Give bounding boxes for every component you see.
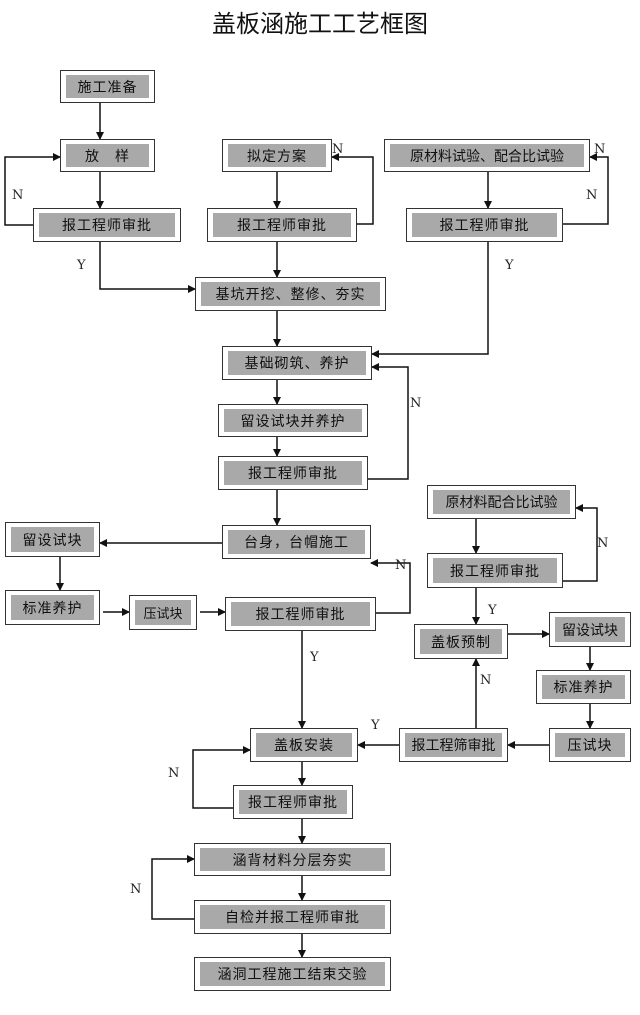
node-approve7: 报工程筛审批 (399, 728, 508, 762)
node-approve8: 报工程师审批 (233, 785, 353, 819)
node-approve4: 报工程师审批 (218, 456, 368, 490)
no-label: N (594, 142, 606, 157)
no-label: N (168, 766, 180, 781)
diagram-title: 盖板涵施工工艺框图 (212, 10, 428, 38)
arrow (371, 242, 489, 358)
arrow (563, 504, 598, 582)
no-label: N (12, 188, 24, 203)
node-label: 压试块 (135, 600, 191, 625)
node-label: 基坑开挖、整修、夯实 (201, 282, 380, 306)
node-approve5: 报工程师审批 (225, 597, 376, 631)
node-label: 台身，台帽施工 (228, 530, 365, 554)
node-label: 放 样 (66, 144, 149, 167)
node-press-right: 压试块 (549, 728, 631, 762)
node-sample-left: 留设试块 (5, 522, 100, 557)
node-abutment: 台身，台帽施工 (222, 525, 371, 559)
node-label: 报工程筛审批 (405, 733, 502, 757)
yes-label: Y (371, 718, 380, 733)
node-label: 报工程师审批 (224, 461, 362, 485)
node-cure-left: 标准养护 (5, 590, 100, 625)
node-label: 报工程师审批 (239, 790, 347, 814)
node-label: 留设试块并养护 (224, 409, 362, 432)
arrow (368, 363, 409, 480)
node-label: 留设试块 (555, 617, 625, 642)
node-material-mix: 原材料配合比试验 (427, 485, 576, 519)
yes-label: Y (505, 258, 514, 273)
node-label: 报工程师审批 (433, 558, 557, 583)
node-label: 涵洞工程施工结束交验 (200, 962, 385, 986)
node-prep: 施工准备 (60, 70, 155, 103)
node-label: 基础砌筑、养护 (228, 351, 366, 375)
node-layout: 放 样 (60, 139, 155, 172)
node-label: 涵背材料分层夯实 (200, 848, 385, 871)
node-excavation: 基坑开挖、整修、夯实 (195, 277, 386, 311)
node-approve3: 报工程师审批 (406, 208, 563, 242)
no-label: N (597, 536, 609, 551)
node-approve1: 报工程师审批 (33, 208, 181, 242)
no-label: N (332, 142, 344, 157)
node-label: 拟定方案 (228, 144, 326, 167)
node-label: 报工程师审批 (231, 602, 370, 626)
node-slab-install: 盖板安装 (250, 728, 358, 762)
arrow (563, 153, 609, 225)
node-cure-right: 标准养护 (536, 670, 631, 704)
node-label: 标准养护 (542, 675, 625, 699)
yes-label: Y (77, 258, 86, 273)
node-label: 压试块 (555, 733, 625, 757)
arrow (4, 153, 61, 226)
node-label: 报工程师审批 (412, 213, 557, 237)
node-approve2: 报工程师审批 (207, 208, 357, 242)
no-label: N (130, 882, 142, 897)
arrow (151, 855, 195, 920)
node-label: 标准养护 (11, 595, 94, 620)
node-press-left: 压试块 (129, 595, 197, 630)
no-label: N (410, 396, 422, 411)
no-label: N (586, 188, 598, 203)
node-label: 报工程师审批 (213, 213, 351, 237)
node-approve6: 报工程师审批 (427, 553, 563, 588)
node-foundation: 基础砌筑、养护 (222, 346, 372, 380)
node-label: 原材料配合比试验 (433, 490, 570, 514)
node-label: 施工准备 (66, 75, 149, 98)
node-label: 原材料试验、配合比试验 (390, 144, 584, 167)
arrow (331, 153, 374, 225)
node-label: 盖板预制 (420, 629, 502, 654)
no-label: N (480, 673, 492, 688)
yes-label: Y (310, 650, 319, 665)
node-sample-cure: 留设试块并养护 (218, 404, 368, 437)
node-label: 盖板安装 (256, 733, 352, 757)
node-label: 留设试块 (11, 527, 94, 552)
arrow (192, 746, 251, 809)
node-label: 报工程师审批 (39, 213, 175, 237)
node-backfill: 涵背材料分层夯实 (194, 843, 391, 876)
node-final: 涵洞工程施工结束交验 (194, 957, 391, 991)
no-label: N (395, 558, 407, 573)
node-sample-right: 留设试块 (549, 612, 631, 647)
node-label: 自检并报工程师审批 (200, 905, 385, 929)
node-material-test: 原材料试验、配合比试验 (384, 139, 590, 172)
node-slab-precast: 盖板预制 (414, 624, 508, 659)
arrow (370, 559, 411, 614)
node-self-check: 自检并报工程师审批 (194, 900, 391, 934)
arrow (99, 242, 196, 293)
node-plan: 拟定方案 (222, 139, 332, 172)
yes-label: Y (488, 603, 497, 618)
